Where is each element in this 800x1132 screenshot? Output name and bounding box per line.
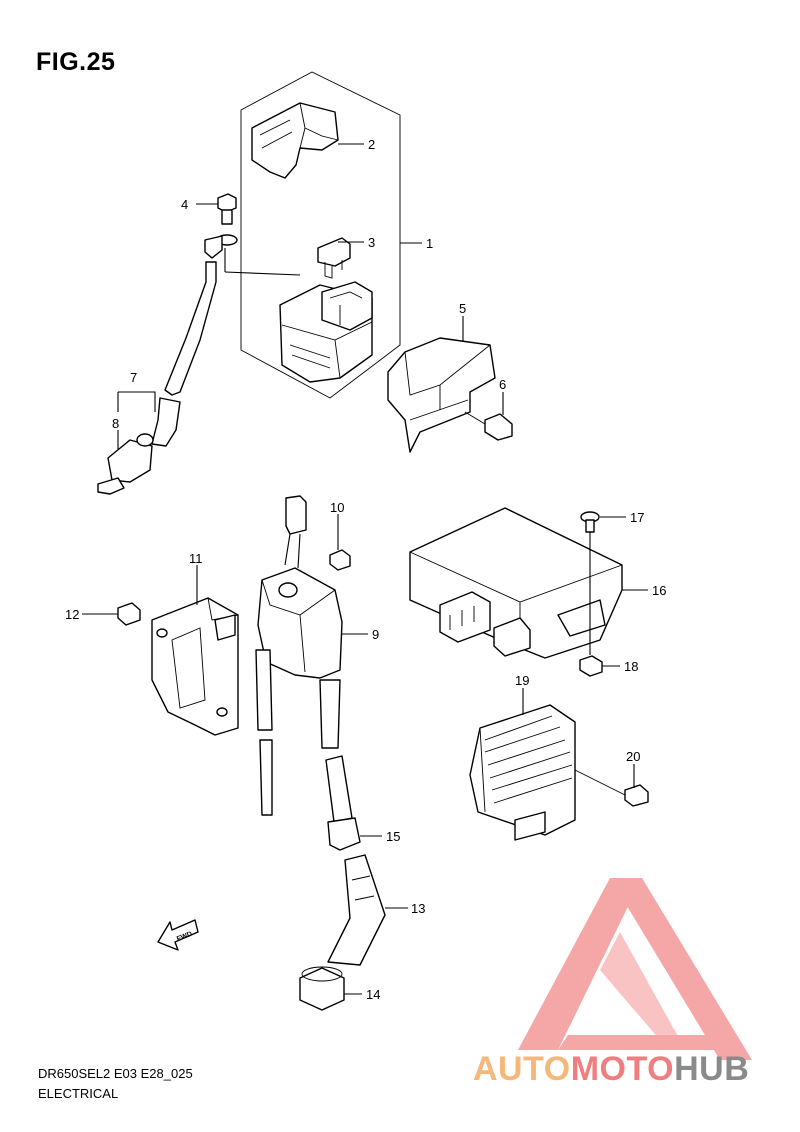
screw-17 bbox=[580, 511, 600, 533]
bolt-10 bbox=[329, 549, 351, 571]
callout-13: 13 bbox=[411, 901, 425, 916]
callout-14: 14 bbox=[366, 987, 380, 1002]
callout-numbers: 2 3 1 4 5 6 7 8 9 10 11 12 13 14 15 16 1… bbox=[65, 137, 666, 1002]
bracket-11 bbox=[151, 597, 239, 736]
fwd-arrow-icon: FWD bbox=[157, 919, 199, 951]
cap-15 bbox=[327, 817, 361, 851]
cable-7-8 bbox=[97, 235, 223, 495]
callout-8: 8 bbox=[112, 416, 119, 431]
regulator-19 bbox=[469, 704, 576, 841]
callout-7: 7 bbox=[130, 370, 137, 385]
seal-14 bbox=[299, 966, 345, 1011]
watermark-text-auto: AUTO bbox=[473, 1050, 571, 1088]
callout-6: 6 bbox=[499, 377, 506, 392]
bracket-5 bbox=[387, 337, 496, 453]
callout-10: 10 bbox=[330, 500, 344, 515]
callout-20: 20 bbox=[626, 749, 640, 764]
callout-19: 19 bbox=[515, 673, 529, 688]
nut-18 bbox=[579, 655, 603, 677]
ecm-16 bbox=[409, 507, 623, 659]
callout-3: 3 bbox=[368, 235, 375, 250]
callout-12: 12 bbox=[65, 607, 79, 622]
figure-title: FIG.25 bbox=[36, 48, 116, 76]
bolt-20 bbox=[574, 769, 649, 807]
callout-9: 9 bbox=[372, 627, 379, 642]
callout-18: 18 bbox=[624, 659, 638, 674]
callout-2: 2 bbox=[368, 137, 375, 152]
callout-17: 17 bbox=[630, 510, 644, 525]
bolt-12 bbox=[117, 602, 141, 626]
watermark-text: AUTOMOTOHUB bbox=[473, 1050, 749, 1089]
callout-15: 15 bbox=[386, 829, 400, 844]
relay-assembly bbox=[224, 71, 401, 399]
bolt-6 bbox=[464, 411, 513, 441]
footer-model-code: DR650SEL2 E03 E28_025 bbox=[38, 1066, 193, 1081]
callout-11: 11 bbox=[189, 551, 203, 566]
callout-1: 1 bbox=[426, 236, 433, 251]
watermark-text-moto: MOTO bbox=[570, 1050, 675, 1088]
ignition-coil-9 bbox=[255, 495, 353, 823]
callout-4: 4 bbox=[181, 197, 188, 212]
callout-5: 5 bbox=[459, 301, 466, 316]
footer-section-title: ELECTRICAL bbox=[38, 1086, 119, 1101]
leader-lines bbox=[82, 143, 648, 995]
watermark-text-hub: HUB bbox=[674, 1050, 750, 1088]
watermark-logo bbox=[518, 878, 752, 1060]
callout-16: 16 bbox=[652, 583, 666, 598]
plug-cap-13 bbox=[327, 854, 386, 966]
watermark-triangle-icon bbox=[518, 878, 752, 1060]
